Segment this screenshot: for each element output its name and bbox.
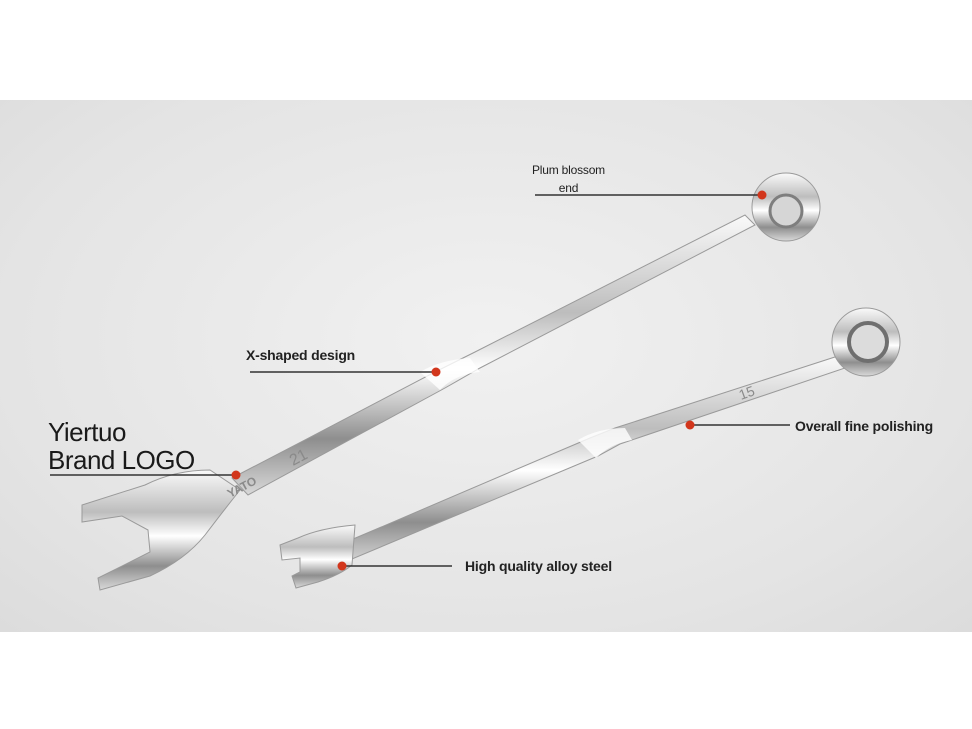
plum-blossom-label: Plum blossom end [532, 161, 605, 197]
plum-blossom-label-line2: end [558, 181, 579, 195]
marker-dot-fine-polishing [685, 420, 695, 430]
large-wrench-size-label: 21 [287, 446, 311, 469]
plum-blossom-label-line1: Plum blossom [532, 163, 605, 177]
small-wrench: 15 [279, 307, 901, 589]
x-shaped-label: X-shaped design [246, 347, 356, 363]
marker-dots [231, 190, 767, 571]
brand-logo-label: Yiertuo Brand LOGO [48, 418, 195, 474]
alloy-steel-label: High quality alloy steel [465, 558, 612, 574]
product-photo: YATO 21 15 Plum blo [0, 100, 972, 632]
fine-polishing-label: Overall fine polishing [795, 418, 933, 434]
brand-logo-label-line1: Yiertuo [48, 417, 126, 447]
brand-logo-label-line2: Brand LOGO [48, 445, 195, 475]
marker-dot-x-shaped [431, 367, 441, 377]
large-wrench: YATO 21 [81, 172, 821, 591]
marker-dot-alloy-steel [337, 561, 347, 571]
leader-lines [50, 194, 790, 567]
marker-dot-plum-blossom [757, 190, 767, 200]
marker-dot-brand-logo [231, 470, 241, 480]
small-wrench-size-label: 15 [737, 382, 757, 402]
